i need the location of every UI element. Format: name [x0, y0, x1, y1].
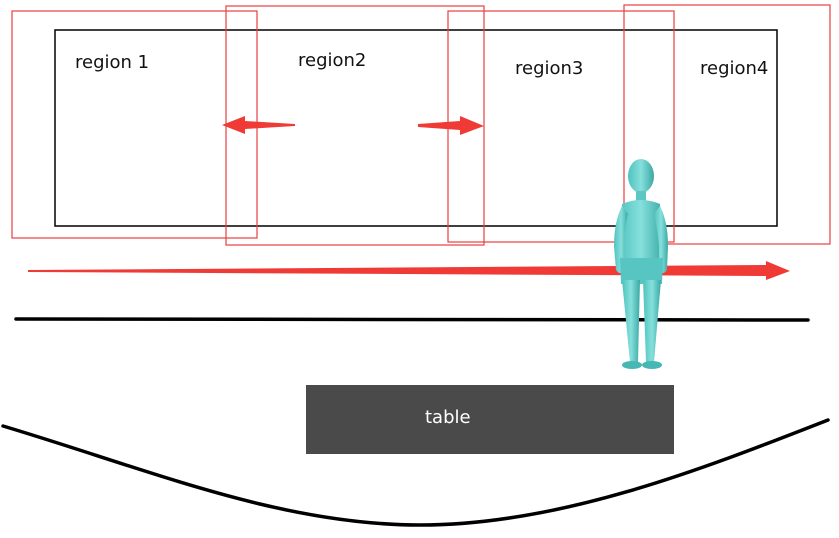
region-4-label: region4	[700, 58, 768, 79]
arrow-left-icon	[222, 116, 295, 134]
screen-outline	[54, 29, 778, 227]
region-3-label: region3	[515, 58, 583, 79]
walking-direction-arrow	[28, 261, 790, 280]
table-block	[306, 385, 674, 454]
region-1-label: region 1	[75, 52, 149, 73]
person-figure-icon	[614, 159, 668, 369]
region-2-label: region2	[298, 50, 366, 71]
walkway-line	[14, 317, 810, 322]
region-1-frame	[11, 10, 258, 239]
arrow-right-icon	[418, 116, 484, 135]
bottom-curve	[1, 418, 830, 527]
table-label: table	[425, 407, 471, 428]
region-4-frame	[623, 4, 831, 245]
